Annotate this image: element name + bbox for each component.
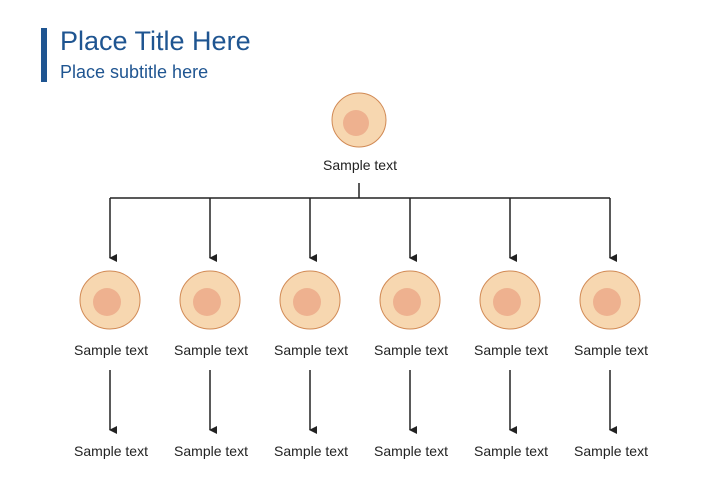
cell-icon [379,270,441,330]
cell-icon [331,92,387,148]
branch-label: Sample text [174,342,248,358]
result-label: Sample text [374,443,448,459]
result-label: Sample text [74,443,148,459]
title-accent-bar [41,28,47,82]
cell-icon [579,270,641,330]
result-label: Sample text [574,443,648,459]
cell-icon [79,270,141,330]
result-label: Sample text [474,443,548,459]
result-label: Sample text [274,443,348,459]
cell-icon [479,270,541,330]
branch-label: Sample text [374,342,448,358]
page-title: Place Title Here [60,26,251,56]
page-subtitle: Place subtitle here [60,62,209,82]
branch-label: Sample text [274,342,348,358]
cell-icon [179,270,241,330]
result-label: Sample text [174,443,248,459]
root-label: Sample text [323,157,397,173]
branch-label: Sample text [74,342,148,358]
branch-label: Sample text [474,342,548,358]
cell-icon [279,270,341,330]
branch-label: Sample text [574,342,648,358]
connector-lines [109,183,617,434]
